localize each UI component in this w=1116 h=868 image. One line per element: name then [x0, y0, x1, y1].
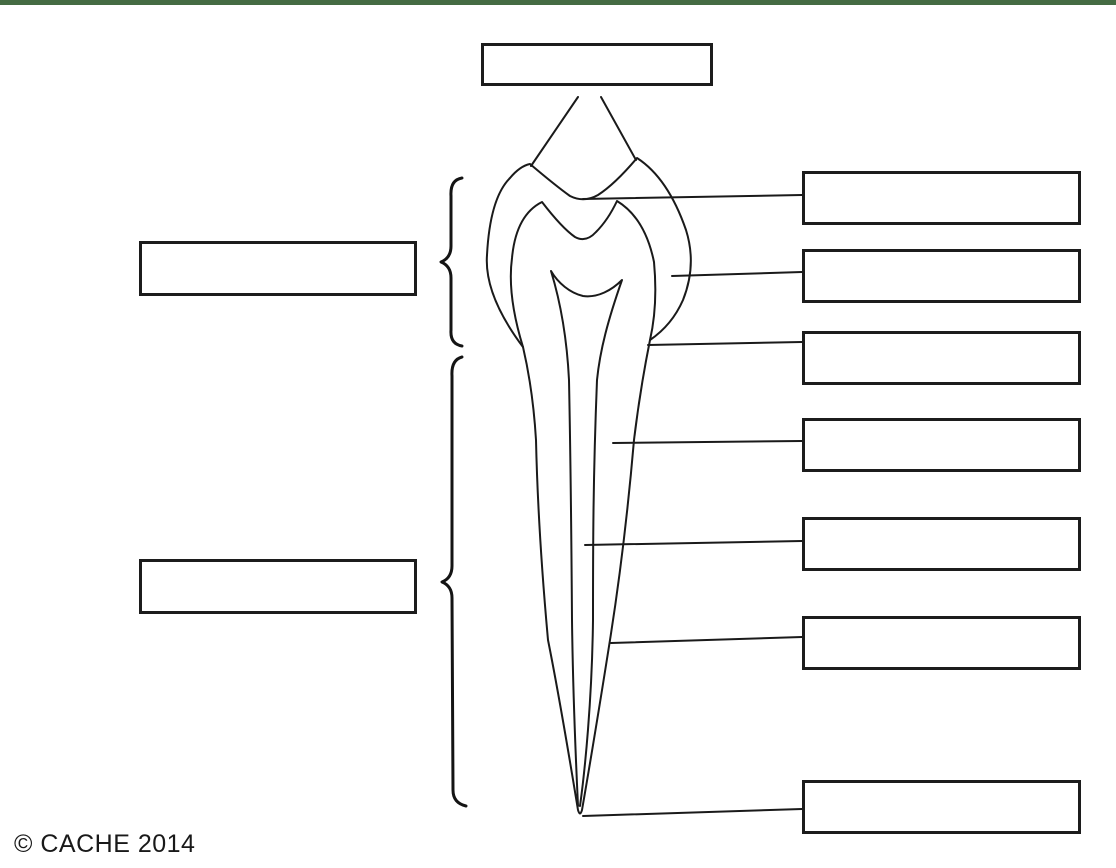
answer-box-right-4[interactable]	[802, 418, 1081, 472]
answer-box-right-5[interactable]	[802, 517, 1081, 571]
leader-line-6	[610, 636, 803, 644]
pulp-cavity-outline	[550, 270, 623, 807]
top-border-bar	[0, 0, 1116, 5]
answer-box-right-2[interactable]	[802, 249, 1081, 303]
leader-line-5	[584, 540, 803, 546]
leader-line-7	[582, 808, 803, 817]
copyright-text: © CACHE 2014	[14, 830, 196, 858]
answer-box-occlusal-surface[interactable]	[481, 43, 713, 86]
leader-line-4	[612, 440, 803, 444]
answer-box-root-region[interactable]	[139, 559, 417, 614]
answer-box-right-3[interactable]	[802, 331, 1081, 385]
answer-box-crown-region[interactable]	[139, 241, 417, 296]
answer-box-right-7[interactable]	[802, 780, 1081, 834]
leader-line-3	[647, 341, 803, 346]
root-brace	[440, 355, 468, 808]
dentine-outline	[509, 200, 657, 348]
leader-line-2	[671, 271, 803, 277]
crown-brace	[439, 176, 464, 348]
top-box-pointer-right	[600, 96, 637, 161]
answer-box-right-6[interactable]	[802, 616, 1081, 670]
leader-line-1	[582, 194, 803, 200]
answer-box-right-1[interactable]	[802, 171, 1081, 225]
top-box-pointer-left	[530, 96, 579, 167]
